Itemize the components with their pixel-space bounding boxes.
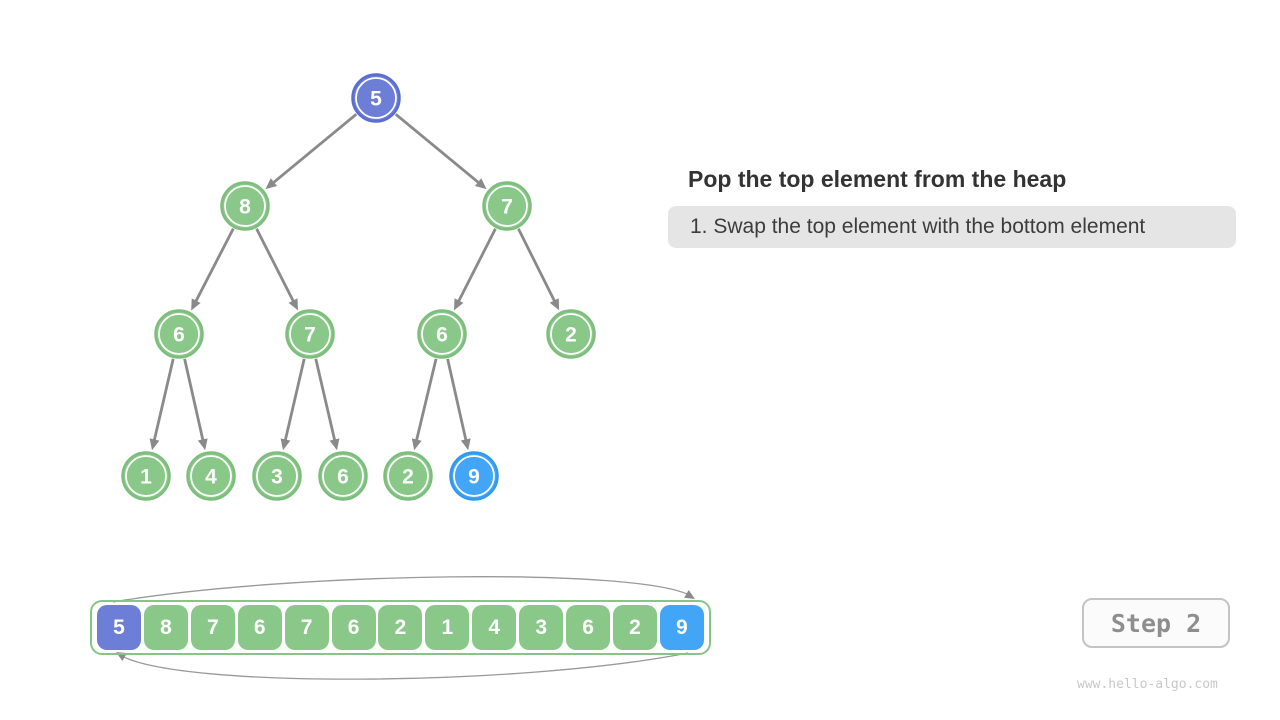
tree-edge [446,358,471,451]
tree-node-5: 5 [351,73,401,123]
arrowhead-icon [329,438,340,451]
array-cell-7: 1 [425,605,470,650]
tree-edge [265,113,358,190]
tree-node-2: 2 [546,309,596,359]
tree-node-label: 9 [468,466,480,489]
array-cell-11: 2 [612,605,657,650]
tree-node-label: 2 [402,466,414,489]
arrowhead-icon [474,178,487,190]
tree-node-2: 2 [383,451,433,501]
array-cell-3: 6 [237,605,282,650]
arrowhead-icon [197,438,208,451]
tree-node-6: 6 [154,309,204,359]
tree-edge [411,358,438,451]
tree-edge [453,228,497,311]
tree-node-label: 5 [370,88,382,111]
tree-node-label: 7 [304,324,316,347]
array-cell-6: 2 [378,605,423,650]
tree-node-9: 9 [449,451,499,501]
tree-node-8: 8 [220,181,270,231]
arrowhead-icon [280,438,291,451]
tree-node-label: 2 [565,324,577,347]
tree-node-label: 6 [173,324,185,347]
arrowhead-icon [411,438,422,451]
step-instruction-banner: 1. Swap the top element with the bottom … [668,206,1236,248]
array-cell-12: 9 [659,605,704,650]
arrowhead-icon [265,178,278,190]
tree-node-label: 4 [205,466,217,489]
array-cell-9: 3 [519,605,564,650]
tree-edge [149,358,175,451]
arrowhead-icon [288,298,299,311]
tree-node-6: 6 [318,451,368,501]
tree-edge [314,358,340,451]
arrowhead-icon [453,298,464,311]
arrowhead-icon [191,298,201,311]
tree-edge [517,228,560,311]
tree-node-3: 3 [252,451,302,501]
tree-node-label: 3 [271,466,283,489]
arrowhead-icon [460,438,471,451]
step-indicator-button[interactable]: Step 2 [1082,598,1230,648]
array-cell-4: 7 [284,605,329,650]
array-cell-2: 7 [190,605,235,650]
tree-edge [255,228,299,311]
tree-edge [183,358,208,451]
tree-edge [394,113,487,190]
array-cell-8: 4 [472,605,517,650]
tree-node-4: 4 [186,451,236,501]
arrowhead-icon [149,438,160,451]
tree-node-7: 7 [482,181,532,231]
arrowhead-icon [549,298,560,311]
tree-node-6: 6 [417,309,467,359]
tree-node-label: 6 [337,466,349,489]
watermark: www.hello-algo.com [1077,677,1218,692]
tree-node-7: 7 [285,309,335,359]
page-title: Pop the top element from the heap [688,166,1067,192]
array-cell-1: 8 [143,605,188,650]
tree-edge [280,358,306,451]
step-instruction-text: 1. Swap the top element with the bottom … [690,215,1146,238]
tree-node-label: 1 [140,466,152,489]
tree-node-label: 8 [239,196,251,219]
tree-node-1: 1 [121,451,171,501]
tree-node-label: 7 [501,196,513,219]
array-cell-10: 6 [566,605,611,650]
array-cell-5: 6 [331,605,376,650]
tree-edge [191,228,235,311]
array-cell-0: 5 [97,605,141,650]
tree-node-label: 6 [436,324,448,347]
